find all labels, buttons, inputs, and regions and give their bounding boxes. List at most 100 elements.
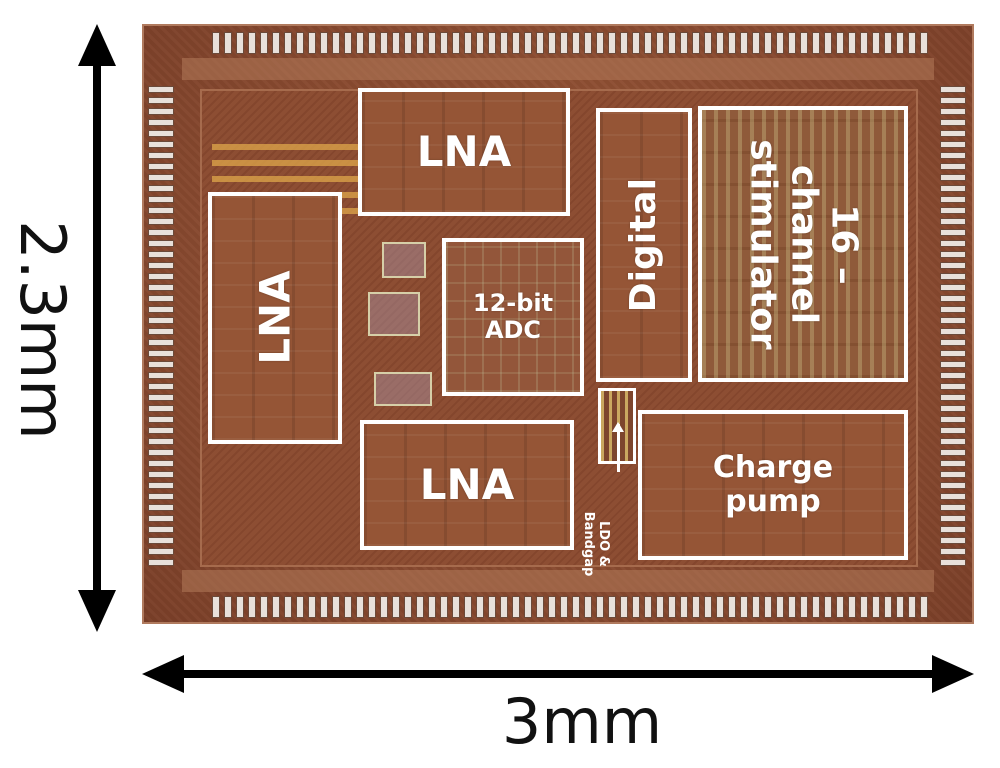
bond-pad bbox=[908, 32, 916, 54]
bond-pad bbox=[940, 504, 966, 511]
bond-pad bbox=[776, 32, 784, 54]
bond-pad bbox=[344, 32, 352, 54]
bond-pad bbox=[940, 97, 966, 104]
digital-block: Digital bbox=[596, 108, 692, 382]
ldo-label-line2: Bandgap bbox=[581, 511, 596, 577]
horizontal-dimension-arrow bbox=[142, 655, 974, 693]
bond-pad bbox=[148, 372, 174, 379]
bond-pad bbox=[224, 32, 232, 54]
bond-pad bbox=[148, 482, 174, 489]
bond-pad bbox=[148, 526, 174, 533]
bond-pad bbox=[940, 493, 966, 500]
bond-pad bbox=[884, 596, 892, 618]
adc-label-line1: 12-bit bbox=[472, 289, 554, 318]
bond-pad bbox=[740, 596, 748, 618]
bond-pad bbox=[148, 559, 174, 566]
bond-pad bbox=[488, 596, 496, 618]
bond-pad bbox=[368, 32, 376, 54]
bond-pad bbox=[320, 596, 328, 618]
bond-pad bbox=[572, 596, 580, 618]
bond-pad bbox=[716, 32, 724, 54]
vertical-dimension-arrow bbox=[78, 24, 116, 632]
bond-pad bbox=[148, 471, 174, 478]
bond-pad bbox=[236, 596, 244, 618]
bias-structure bbox=[368, 292, 420, 336]
bond-pad bbox=[940, 438, 966, 445]
bond-pad bbox=[248, 32, 256, 54]
bond-pad bbox=[800, 596, 808, 618]
stimulator-block: 16 – channel stimulator bbox=[698, 106, 908, 382]
bond-pad bbox=[148, 394, 174, 401]
charge-pump-label-line1: Charge bbox=[712, 450, 834, 486]
bond-pad bbox=[776, 596, 784, 618]
bond-pad bbox=[560, 596, 568, 618]
bond-pad bbox=[512, 32, 520, 54]
bond-pad bbox=[940, 174, 966, 181]
bond-pad bbox=[752, 32, 760, 54]
bond-pad bbox=[940, 482, 966, 489]
bond-pad bbox=[940, 460, 966, 467]
bond-pad bbox=[148, 251, 174, 258]
bond-pad bbox=[788, 596, 796, 618]
bond-pad bbox=[356, 596, 364, 618]
bond-pad bbox=[940, 284, 966, 291]
bond-pad bbox=[148, 504, 174, 511]
bond-pad bbox=[344, 596, 352, 618]
bond-pad bbox=[272, 32, 280, 54]
bond-pad bbox=[940, 218, 966, 225]
bond-pad bbox=[940, 207, 966, 214]
bond-pad bbox=[148, 273, 174, 280]
bond-pad bbox=[236, 32, 244, 54]
bond-pad bbox=[212, 32, 220, 54]
bond-pad bbox=[860, 596, 868, 618]
bond-pad bbox=[148, 493, 174, 500]
bond-pad bbox=[148, 361, 174, 368]
charge-pump-label-line2: pump bbox=[725, 484, 821, 519]
bond-pad bbox=[764, 32, 772, 54]
bond-pad bbox=[392, 596, 400, 618]
bond-pad bbox=[824, 32, 832, 54]
bond-pad bbox=[148, 449, 174, 456]
bond-pad bbox=[148, 141, 174, 148]
bond-pad bbox=[488, 32, 496, 54]
bond-pad bbox=[752, 596, 760, 618]
bond-pad bbox=[728, 32, 736, 54]
bond-pad bbox=[940, 240, 966, 247]
bond-pad bbox=[500, 32, 508, 54]
bond-pad bbox=[940, 515, 966, 522]
bond-pad bbox=[800, 32, 808, 54]
bond-pad bbox=[148, 416, 174, 423]
bond-pad bbox=[940, 328, 966, 335]
bond-pad bbox=[428, 596, 436, 618]
bond-pad bbox=[920, 32, 928, 54]
bond-pad bbox=[940, 394, 966, 401]
stimulator-label-line2: channel bbox=[783, 164, 825, 324]
bond-pad bbox=[148, 350, 174, 357]
bond-pad bbox=[940, 405, 966, 412]
bond-pad bbox=[368, 596, 376, 618]
bond-pad bbox=[148, 262, 174, 269]
bond-pad bbox=[940, 163, 966, 170]
bond-pad bbox=[148, 174, 174, 181]
bond-pad bbox=[148, 438, 174, 445]
bond-pad bbox=[836, 32, 844, 54]
bond-pad bbox=[728, 596, 736, 618]
bond-pad bbox=[572, 32, 580, 54]
bond-pad bbox=[260, 32, 268, 54]
bond-pad bbox=[416, 596, 424, 618]
bond-pad bbox=[940, 350, 966, 357]
bond-pad bbox=[440, 32, 448, 54]
bond-pad bbox=[740, 32, 748, 54]
bond-pad bbox=[272, 596, 280, 618]
bond-pad bbox=[896, 32, 904, 54]
lna-top-label: LNA bbox=[416, 127, 512, 177]
bond-pad bbox=[416, 32, 424, 54]
bond-pad bbox=[148, 152, 174, 159]
bond-pad bbox=[548, 32, 556, 54]
bond-pad bbox=[812, 32, 820, 54]
bond-pad bbox=[940, 372, 966, 379]
bond-pad bbox=[704, 32, 712, 54]
bond-pad bbox=[148, 460, 174, 467]
bond-pad bbox=[704, 596, 712, 618]
